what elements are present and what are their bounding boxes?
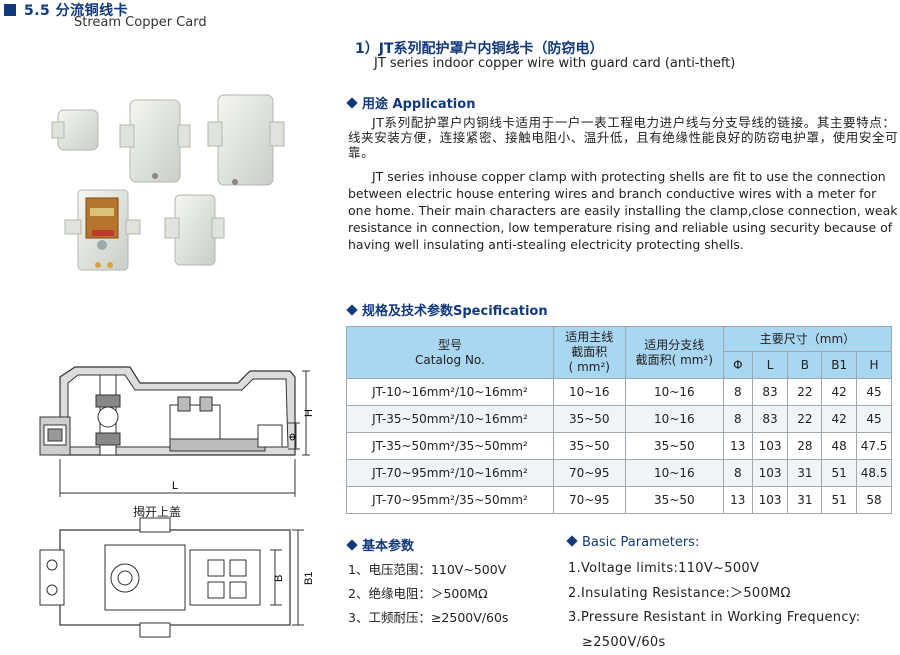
dim-label-B1: B1 [303,572,315,585]
list-item: 1.Voltage limits:110V~500V [568,557,861,582]
list-item: 3.Pressure Resistant in Working Frequenc… [568,606,861,631]
application-heading: 用途 Application [348,93,475,112]
table-row: JT-70~95mm²/10~16mm² 70~95 10~16 8 103 3… [347,460,892,487]
shell-piece-low [165,195,224,265]
cell-model: JT-70~95mm²/35~50mm² [347,487,554,514]
cell-B1: 51 [822,487,857,514]
dim-label-L: L [172,480,178,492]
section-drawing: H Φ L [20,355,320,515]
cell-L: 103 [752,487,788,514]
cell-phi: 13 [723,487,752,514]
cell-phi: 8 [723,379,752,406]
spec-table: 型号 Catalog No. 适用主线 截面积 ( mm²) 适用分支线 截面积… [346,326,892,514]
cell-B: 31 [788,460,822,487]
cell-main: 10~16 [553,379,625,406]
application-en-text: JT series inhouse copper clamp with prot… [348,168,900,253]
cell-phi: 8 [723,406,752,433]
product-title: 1）JT系列配护罩户内铜线卡（防窃电） [355,38,604,58]
header-model: 型号 Catalog No. [347,327,554,379]
cell-L: 103 [752,460,788,487]
dim-label-phi: Φ [288,433,299,441]
list-item: 2、绝缘电阻：＞500MΩ [348,582,508,606]
cell-main: 70~95 [553,487,625,514]
table-row: JT-35~50mm²/10~16mm² 35~50 10~16 8 83 22… [347,406,892,433]
cell-branch: 10~16 [625,460,723,487]
cell-model: JT-70~95mm²/10~16mm² [347,460,554,487]
product-photo [40,80,300,290]
cell-B1: 48 [822,433,857,460]
list-item: ≥2500V/60s [568,631,861,655]
table-row: JT-70~95mm²/35~50mm² 70~95 35~50 13 103 … [347,487,892,514]
cell-B: 22 [788,406,822,433]
cell-model: JT-35~50mm²/35~50mm² [347,433,554,460]
cell-H: 48.5 [857,460,892,487]
top-view-drawing: B B1 [20,510,320,650]
header-branch-line: 适用分支线 截面积( mm²) [625,327,723,379]
diamond-bullet-icon [346,97,357,108]
basic-params-en-heading: Basic Parameters: [568,535,699,550]
table-row: JT-10~16mm²/10~16mm² 10~16 10~16 8 83 22… [347,379,892,406]
cell-L: 103 [752,433,788,460]
specification-heading: 规格及技术参数Specification [348,300,548,319]
diamond-bullet-icon [566,535,577,546]
cell-branch: 35~50 [625,487,723,514]
spec-header-row: 型号 Catalog No. 适用主线 截面积 ( mm²) 适用分支线 截面积… [347,327,892,352]
cell-L: 83 [752,379,788,406]
list-item: 3、工频耐压：≥2500V/60s [348,606,508,630]
header-main-line: 适用主线 截面积 ( mm²) [553,327,625,379]
opened-clamp [65,190,140,270]
cell-B1: 51 [822,460,857,487]
diamond-bullet-icon [346,304,357,315]
header-B: B [788,352,822,379]
product-subtitle: JT series indoor copper wire with guard … [374,56,735,71]
list-item: 1、电压范围：110V~500V [348,558,508,582]
cell-H: 45 [857,379,892,406]
header-L: L [752,352,788,379]
basic-params-cn-list: 1、电压范围：110V~500V 2、绝缘电阻：＞500MΩ 3、工频耐压：≥2… [348,558,508,630]
basic-params-en-list: 1.Voltage limits:110V~500V 2.Insulating … [568,557,861,655]
header-B1: B1 [822,352,857,379]
cell-H: 58 [857,487,892,514]
header-phi: Φ [723,352,752,379]
cell-main: 35~50 [553,433,625,460]
cell-B1: 42 [822,406,857,433]
application-cn-text: JT系列配护罩户内铜线卡适用于一户一表工程电力进户线与分支导线的链接。其主要特点… [348,115,900,160]
cell-branch: 35~50 [625,433,723,460]
cell-H: 45 [857,406,892,433]
cell-phi: 13 [723,433,752,460]
cell-branch: 10~16 [625,406,723,433]
cell-B: 31 [788,487,822,514]
section-marker-square [4,4,16,16]
table-row: JT-35~50mm²/35~50mm² 35~50 35~50 13 103 … [347,433,892,460]
cell-model: JT-10~16mm²/10~16mm² [347,379,554,406]
cell-phi: 8 [723,460,752,487]
cell-H: 47.5 [857,433,892,460]
diamond-bullet-icon [346,539,357,550]
basic-params-cn-heading: 基本参数 [348,535,414,554]
cell-model: JT-35~50mm²/10~16mm² [347,406,554,433]
header-dimensions: 主要尺寸（mm） [723,327,891,352]
dim-label-B: B [273,575,285,582]
list-item: 2.Insulating Resistance:＞500MΩ [568,582,861,607]
cell-B: 22 [788,379,822,406]
cell-L: 83 [752,406,788,433]
header-H: H [857,352,892,379]
cell-branch: 10~16 [625,379,723,406]
shell-piece-right [208,95,284,185]
cell-B1: 42 [822,379,857,406]
cell-B: 28 [788,433,822,460]
shell-piece-small [52,110,98,150]
cell-main: 70~95 [553,460,625,487]
shell-piece-tall [120,100,190,182]
cell-main: 35~50 [553,406,625,433]
dim-label-H: H [303,409,315,417]
section-subtitle: Stream Copper Card [74,15,207,30]
